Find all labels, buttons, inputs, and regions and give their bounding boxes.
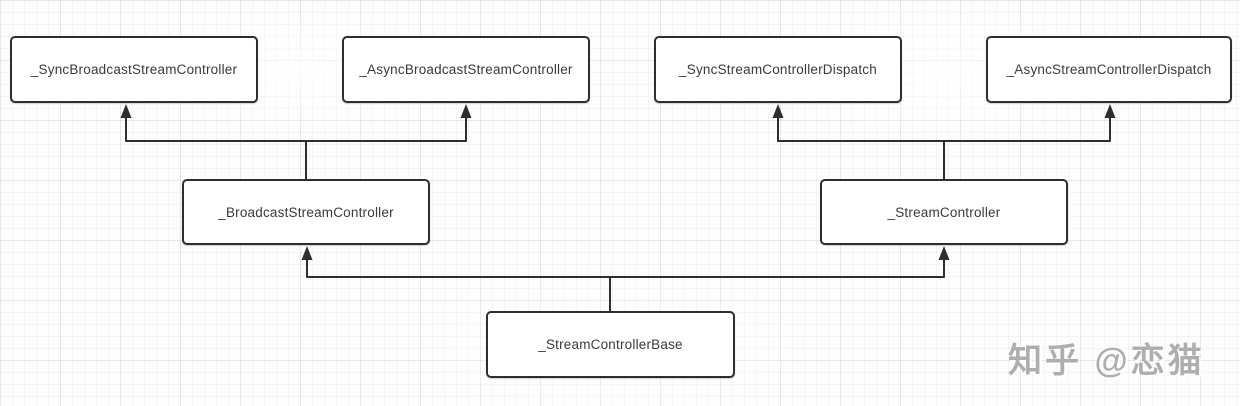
edge-base-to-broadcast [306,256,611,312]
edge-stream-to-async-dispatch [943,114,1111,180]
arrowhead-icon [120,104,132,118]
zhihu-watermark: 知乎 @恋猫 [1008,342,1205,380]
class-node-label: _StreamController [887,204,1001,220]
arrowhead-icon [301,246,313,260]
edge-stream-to-sync-dispatch [777,114,945,180]
edge-broadcast-to-sync-broadcast [125,114,307,180]
class-node-label: _AsyncStreamControllerDispatch [1006,62,1212,77]
edge-broadcast-to-async-broadcast [305,114,467,180]
class-node-async-broadcast-stream-controller: _AsyncBroadcastStreamController [342,36,590,103]
edge-base-to-stream [609,256,945,312]
arrowhead-icon [772,104,784,118]
class-node-label: _SyncBroadcastStreamController [30,62,238,77]
class-node-sync-stream-controller-dispatch: _SyncStreamControllerDispatch [654,36,902,103]
class-node-stream-controller-base: _StreamControllerBase [486,311,735,378]
class-node-label: _AsyncBroadcastStreamController [359,62,573,77]
arrowhead-icon [460,104,472,118]
class-node-label: _BroadcastStreamController [218,204,394,220]
arrowhead-icon [938,246,950,260]
class-node-label: _StreamControllerBase [538,337,683,352]
class-node-async-stream-controller-dispatch: _AsyncStreamControllerDispatch [986,36,1232,103]
class-node-broadcast-stream-controller: _BroadcastStreamController [182,179,430,245]
arrowhead-icon [1104,104,1116,118]
class-node-stream-controller: _StreamController [820,179,1068,245]
class-node-label: _SyncStreamControllerDispatch [679,62,877,77]
class-node-sync-broadcast-stream-controller: _SyncBroadcastStreamController [10,36,258,103]
